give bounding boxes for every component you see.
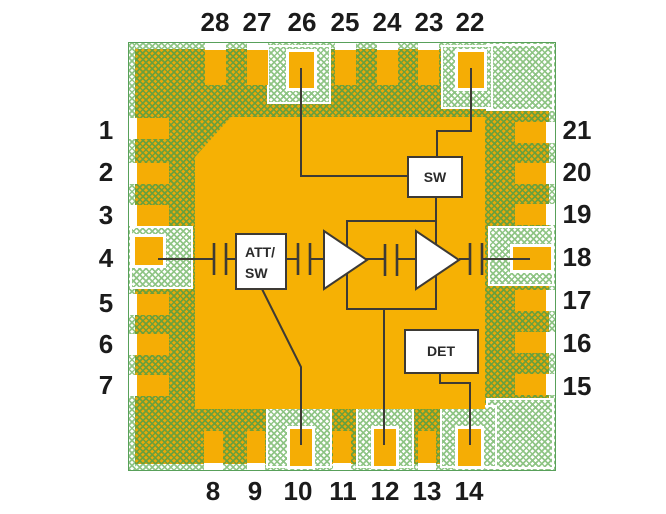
- pad-pin-24: [377, 50, 398, 85]
- pad-pin-22: [455, 49, 487, 91]
- pad-pin-8: [204, 431, 223, 463]
- pad-pin-1: [137, 118, 169, 139]
- pin-label-6: 6: [98, 329, 114, 359]
- notch-pin-5: [129, 294, 137, 315]
- pad-pin-6: [137, 334, 169, 355]
- pad-pin-17: [515, 290, 546, 311]
- pad-pin-12: [371, 426, 399, 469]
- pad-pin-9: [247, 431, 265, 463]
- pin-label-9: 9: [247, 476, 263, 506]
- pad-pin-3: [137, 205, 169, 226]
- pin-label-27: 27: [242, 7, 272, 37]
- pin-label-11: 11: [329, 476, 357, 506]
- pad-pin-18: [510, 244, 554, 273]
- pad-pin-19: [515, 204, 546, 225]
- pad-pin-25: [335, 50, 356, 85]
- pin-label-14: 14: [454, 476, 484, 506]
- pad-pin-11: [333, 431, 351, 463]
- notch-pin-16: [546, 332, 555, 353]
- notch-pin-7: [129, 375, 137, 396]
- notch-pin-23: [418, 43, 439, 51]
- pin-label-1: 1: [98, 115, 114, 145]
- pad-pin-26: [286, 49, 317, 91]
- pin-label-19: 19: [562, 199, 592, 229]
- pin-label-25: 25: [330, 7, 360, 37]
- notch-pin-20: [546, 163, 555, 184]
- pad-pin-10: [287, 426, 315, 469]
- pad-pin-13: [418, 431, 436, 463]
- pin-label-21: 21: [562, 115, 592, 145]
- notch-pin-6: [129, 334, 137, 355]
- pin-label-17: 17: [562, 285, 592, 315]
- pad-pin-14: [455, 426, 484, 469]
- notch-pin-9: [247, 461, 265, 470]
- notch-pin-1: [129, 118, 137, 139]
- pad-pin-23: [418, 50, 439, 85]
- pin-label-12: 12: [370, 476, 400, 506]
- pin-label-22: 22: [455, 7, 485, 37]
- pin-label-20: 20: [562, 157, 592, 187]
- notch-pin-2: [129, 163, 137, 184]
- notch-pin-13: [418, 461, 436, 470]
- pad-pin-27: [247, 50, 268, 85]
- pad-pin-21: [515, 122, 546, 143]
- pad-pin-16: [515, 332, 546, 353]
- notch-pin-19: [546, 204, 555, 225]
- pin-label-23: 23: [414, 7, 444, 37]
- pad-pin-15: [515, 374, 546, 395]
- pad-pin-20: [515, 163, 546, 184]
- pin-label-7: 7: [98, 370, 114, 400]
- pin-label-15: 15: [562, 371, 592, 401]
- pad-pin-7: [137, 375, 169, 396]
- notch-pin-27: [247, 43, 268, 51]
- notch-pin-8: [204, 461, 223, 470]
- die: [195, 117, 485, 409]
- pin-label-4: 4: [98, 243, 114, 273]
- corner-keepout-bottom-right: [486, 398, 554, 469]
- notch-pin-28: [205, 43, 226, 51]
- pin-label-2: 2: [98, 157, 114, 187]
- notch-pin-11: [333, 461, 351, 470]
- pin-label-24: 24: [372, 7, 402, 37]
- pin-label-26: 26: [287, 7, 317, 37]
- pin-label-13: 13: [412, 476, 442, 506]
- notch-pin-15: [546, 374, 555, 395]
- notch-pin-25: [335, 43, 356, 51]
- pin-label-8: 8: [205, 476, 221, 506]
- pad-pin-4: [132, 234, 166, 268]
- pin-label-10: 10: [283, 476, 313, 506]
- notch-pin-21: [546, 122, 555, 143]
- pin-label-5: 5: [98, 288, 114, 318]
- pin-label-28: 28: [200, 7, 230, 37]
- pad-pin-5: [137, 294, 169, 315]
- notch-pin-3: [129, 205, 137, 226]
- notch-pin-17: [546, 290, 555, 311]
- corner-keepout-top-right: [486, 44, 554, 111]
- pad-pin-28: [205, 50, 226, 85]
- pad-pin-2: [137, 163, 169, 184]
- pin-label-16: 16: [562, 328, 592, 358]
- pin-label-3: 3: [98, 200, 114, 230]
- pin-label-18: 18: [562, 242, 592, 272]
- notch-pin-24: [377, 43, 398, 51]
